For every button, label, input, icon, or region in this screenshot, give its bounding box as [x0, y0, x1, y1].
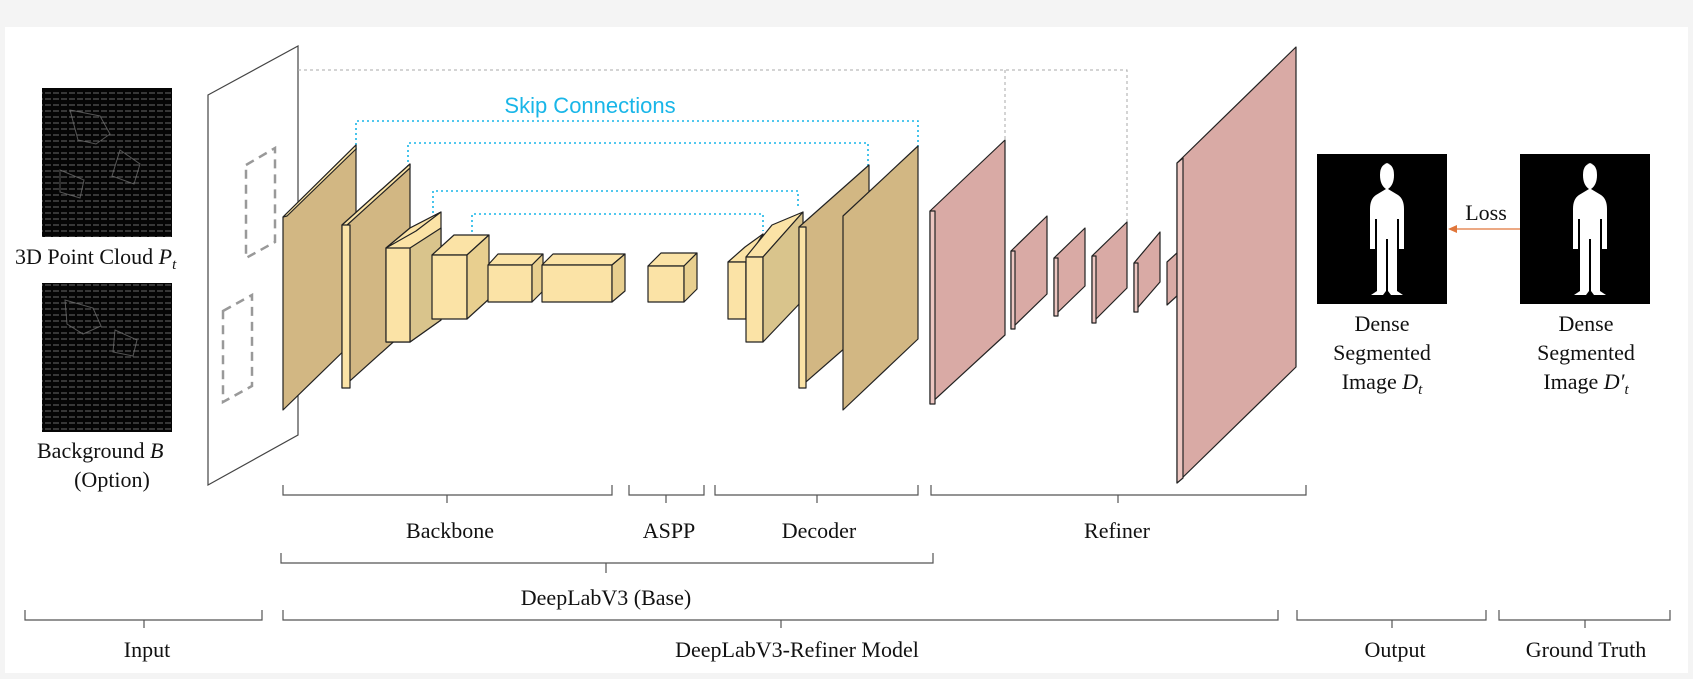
decoder-bracket: [714, 485, 919, 503]
backbone-bracket: [282, 485, 613, 503]
aspp-label: ASPP: [643, 518, 696, 543]
ground-truth-label: Ground Truth: [1526, 637, 1646, 662]
ground-truth-image: [1520, 154, 1650, 304]
loss-arrowhead: [1448, 225, 1457, 233]
ground-truth-bracket: [1498, 610, 1671, 628]
backbone-layer-2: [341, 163, 411, 389]
aspp-block: [647, 252, 698, 303]
refiner-layer-6: [1166, 251, 1179, 306]
input-slot-top: [244, 145, 277, 261]
output-caption-line1: Dense: [1355, 311, 1410, 336]
refiner-label: Refiner: [1084, 518, 1151, 543]
decoder-layer-4: [842, 145, 919, 411]
refiner-connections: [298, 69, 1128, 240]
point-cloud-image: [42, 88, 172, 237]
input-bracket: [24, 610, 263, 628]
output-caption-line3: Image Dt: [1342, 369, 1423, 398]
background-image: [42, 283, 172, 432]
output-bracket: [1296, 610, 1487, 628]
refiner-bracket: [930, 485, 1307, 503]
backbone-layer-1: [282, 144, 357, 411]
output-label: Output: [1364, 637, 1425, 662]
base-bracket: [280, 553, 934, 573]
input-label: Input: [124, 637, 170, 662]
refiner-layer-1: [929, 139, 1006, 405]
refiner-layer-4: [1091, 221, 1128, 324]
refiner-layer-7: [1176, 46, 1297, 484]
background-label: Background B: [37, 438, 163, 463]
output-image: [1317, 154, 1447, 304]
gt-caption-line1: Dense: [1559, 311, 1614, 336]
aspp-bracket: [628, 485, 705, 503]
refiner-layer-3: [1053, 227, 1086, 317]
model-bracket: [282, 610, 1279, 628]
decoder-layer-2: [745, 211, 804, 343]
loss-label: Loss: [1465, 200, 1507, 225]
point-cloud-label: 3D Point Cloud Pt: [15, 244, 177, 273]
input-slot-bottom: [221, 292, 254, 405]
skip-connections-label: Skip Connections: [504, 93, 675, 118]
output-caption-line2: Segmented: [1333, 340, 1431, 365]
input-stack-sheet: [207, 44, 299, 487]
backbone-layer-5: [487, 253, 544, 303]
refiner-layer-2: [1010, 215, 1048, 330]
model-label: DeepLabV3-Refiner Model: [675, 637, 919, 662]
skip-connections: [355, 120, 919, 237]
decoder-label: Decoder: [782, 518, 857, 543]
gt-caption-line2: Segmented: [1537, 340, 1635, 365]
backbone-layer-6: [541, 253, 626, 303]
gt-caption-line3: Image D′t: [1543, 369, 1629, 398]
backbone-label: Backbone: [406, 518, 494, 543]
base-label: DeepLabV3 (Base): [521, 585, 691, 610]
refiner-layer-5: [1133, 231, 1161, 313]
background-option-label: (Option): [74, 467, 150, 492]
backbone-layer-4: [431, 234, 490, 320]
